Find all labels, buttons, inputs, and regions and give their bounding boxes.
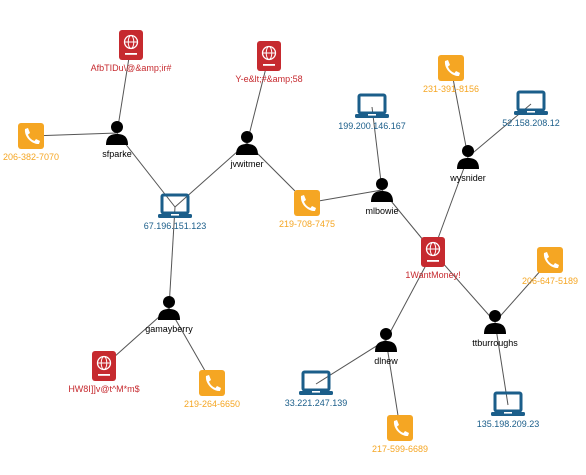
node-label: Y-e&lt;#&amp;58: [235, 74, 302, 84]
edge-phone-206-382-7070-sfparke: [30, 132, 118, 137]
node-label: sfparke: [102, 149, 132, 159]
edge-dlnew-phone-217-599-6689: [385, 339, 401, 429]
node-phone-206-382-7070[interactable]: 206-382-7070: [3, 123, 59, 162]
user-icon: [236, 131, 258, 155]
node-phone-219-708-7475[interactable]: 219-708-7475: [279, 190, 335, 229]
node-wysnider[interactable]: wysnider: [449, 145, 486, 183]
node-ip-199-200-146-167[interactable]: 199.200.146.167: [338, 93, 406, 131]
edge-ip-199-200-146-167-mlbowie: [371, 106, 383, 191]
passport-icon: [421, 237, 445, 267]
laptop-icon: [299, 370, 333, 395]
phone-icon: [294, 190, 320, 216]
edge-wysnider-iwantmoney: [432, 156, 469, 253]
user-icon: [457, 145, 479, 169]
node-ip-67-196-151-123[interactable]: 67.196.151.123: [144, 193, 207, 231]
node-ttburroughs[interactable]: ttburroughs: [472, 310, 518, 348]
passport-icon: [119, 30, 143, 60]
node-label: 67.196.151.123: [144, 221, 207, 231]
node-mlbowie[interactable]: mlbowie: [365, 178, 399, 216]
node-phone-219-264-6650[interactable]: 219-264-6650: [184, 370, 240, 409]
node-phone-217-599-6689[interactable]: 217-599-6689: [372, 415, 428, 454]
laptop-icon: [491, 391, 525, 416]
laptop-icon: [355, 93, 389, 118]
edge-ip-67-196-151-123-gamayberry: [168, 206, 176, 309]
node-gamayberry[interactable]: gamayberry: [145, 296, 193, 334]
phone-icon: [199, 370, 225, 396]
node-yeltamp58[interactable]: Y-e&lt;#&amp;58: [235, 41, 303, 84]
node-label: mlbowie: [365, 206, 398, 216]
edge-phone-231-391-8156-wysnider: [450, 67, 469, 158]
node-label: 135.198.209.23: [477, 419, 540, 429]
node-ip-52-158-208-12[interactable]: 52.158.208.12: [502, 90, 560, 128]
user-icon: [375, 328, 397, 352]
phone-icon: [387, 415, 413, 441]
user-icon: [371, 178, 393, 202]
node-label: 206-647-5189: [522, 276, 578, 286]
node-label: 219-264-6650: [184, 399, 240, 409]
node-label: 52.158.208.12: [502, 118, 560, 128]
node-label: gamayberry: [145, 324, 193, 334]
node-label: 219-708-7475: [279, 219, 335, 229]
node-hw8[interactable]: HW8I]]v@t^M*m$: [68, 351, 140, 394]
user-icon: [106, 121, 128, 145]
node-ip-33-221-247-139[interactable]: 33.221.247.139: [285, 370, 348, 408]
node-sfparke[interactable]: sfparke: [102, 121, 132, 159]
node-label: 206-382-7070: [3, 152, 59, 162]
node-dlnew[interactable]: dlnew: [374, 328, 398, 366]
node-phone-231-391-8156[interactable]: 231-391-8156: [423, 55, 479, 94]
node-label: dlnew: [374, 356, 398, 366]
node-label: wysnider: [449, 173, 486, 183]
laptop-icon: [514, 90, 548, 115]
phone-icon: [537, 247, 563, 273]
node-label: 217-599-6689: [372, 444, 428, 454]
node-label: 1WantMoney!: [405, 270, 460, 280]
node-label: 231-391-8156: [423, 84, 479, 94]
user-icon: [158, 296, 180, 320]
node-afbtidu[interactable]: AfbTIDu\@&amp;ir#: [91, 30, 172, 73]
edge-ttburroughs-ip-135-198-209-23: [494, 321, 509, 406]
passport-icon: [92, 351, 116, 381]
node-jvwitmer[interactable]: jvwitmer: [230, 131, 264, 169]
node-ip-135-198-209-23[interactable]: 135.198.209.23: [477, 391, 540, 429]
graph-nodes: AfbTIDu\@&amp;ir# Y-e&lt;#&amp;58 206-382-…: [3, 30, 578, 454]
node-label: AfbTIDu\@&amp;ir#: [91, 63, 172, 73]
node-label: HW8I]]v@t^M*m$: [68, 384, 139, 394]
laptop-icon: [158, 193, 192, 218]
user-icon: [484, 310, 506, 334]
node-label: ttburroughs: [472, 338, 518, 348]
node-label: 199.200.146.167: [338, 121, 406, 131]
node-iwantmoney[interactable]: 1WantMoney!: [405, 237, 461, 280]
passport-icon: [257, 41, 281, 71]
node-label: 33.221.247.139: [285, 398, 348, 408]
phone-icon: [18, 123, 44, 149]
node-label: jvwitmer: [230, 159, 264, 169]
node-phone-206-647-5189[interactable]: 206-647-5189: [522, 247, 578, 286]
phone-icon: [438, 55, 464, 81]
